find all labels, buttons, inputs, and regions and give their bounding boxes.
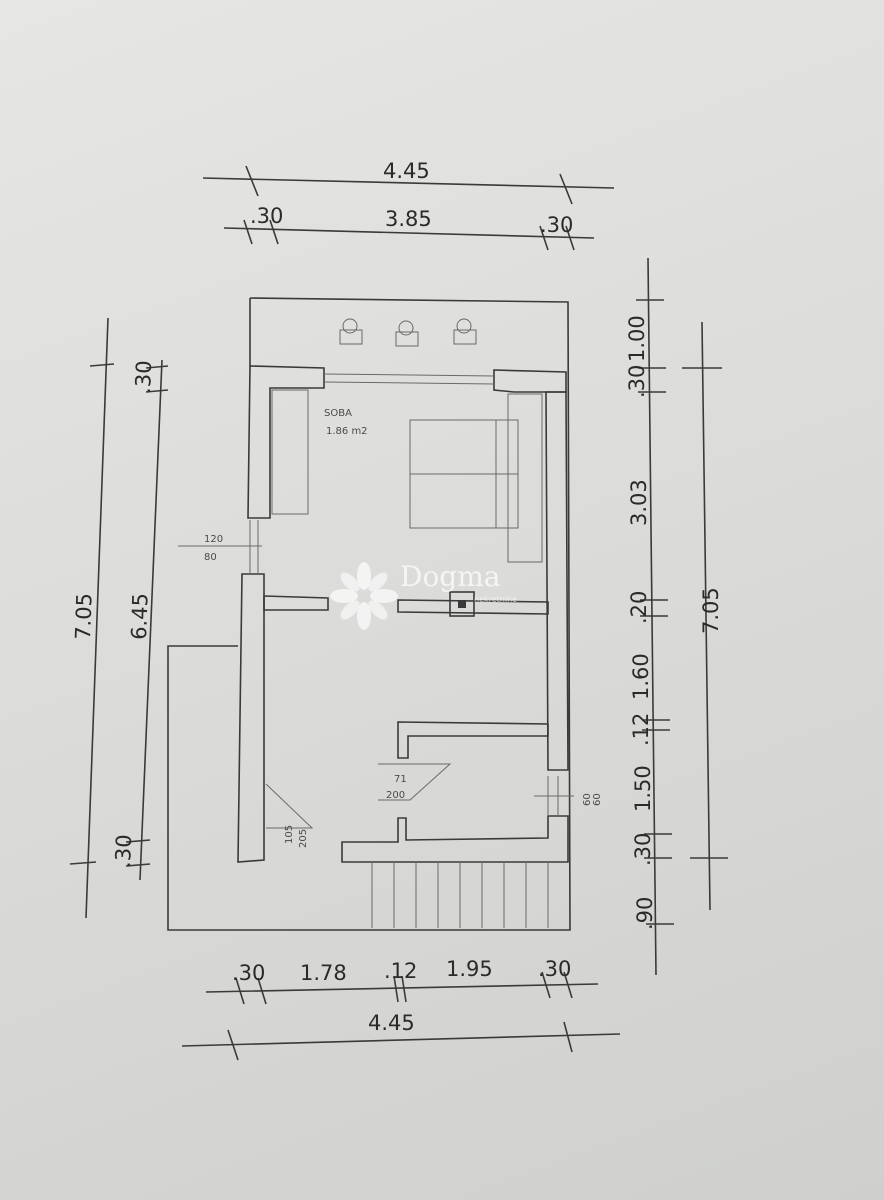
top-inner-tick-2 [269, 219, 279, 245]
top-left-wall-label: .30 [250, 204, 283, 228]
right-bath-label: 1.60 [629, 653, 653, 700]
top-overall-dim-line [202, 177, 615, 189]
right-terrace-label: 1.00 [625, 315, 649, 362]
left-overall-tick-bottom [69, 861, 97, 865]
left-inner-tick-1 [145, 365, 169, 369]
room-area: 1.86 m2 [326, 426, 368, 437]
bottom-partition-label: .12 [384, 959, 417, 983]
partition-wall-left [263, 595, 329, 611]
bottom-tick-5 [541, 971, 551, 999]
right-wall-bath-label: .12 [629, 713, 653, 746]
top-inner-label: 3.85 [385, 207, 432, 231]
left-top-wall-label: .30 [131, 360, 156, 394]
bottom-right-room-label: 1.95 [446, 957, 493, 981]
balcony-door-line-1 [323, 373, 495, 377]
right-overall-dim-line [701, 321, 711, 911]
terrace-chairs [339, 318, 477, 347]
right-wall-mid-label: .20 [627, 591, 651, 624]
left-inner-tick-4 [125, 863, 151, 867]
top-overall-label: 4.45 [383, 159, 430, 183]
bottom-dimensions: .30 1.78 .12 1.95 .30 4.45 [181, 957, 621, 1061]
bottom-right-wall-label: .30 [538, 957, 571, 981]
side-cabinet [507, 393, 543, 563]
watermark-brand: Dogma [400, 560, 500, 593]
left-inner-label: 6.45 [127, 593, 153, 641]
window-right-top-label: 60 [582, 793, 593, 806]
left-bottom-wall-label: .30 [111, 834, 136, 868]
top-inner-tick-4 [565, 225, 575, 251]
bottom-tick-1 [235, 977, 245, 1005]
top-inner-dim-line [223, 227, 595, 239]
stairs [371, 862, 549, 928]
bottom-tick-2 [257, 977, 267, 1005]
right-overall-label: 7.05 [699, 587, 723, 634]
top-overall-tick-left [245, 165, 259, 197]
bottom-tick-4 [401, 975, 407, 1003]
left-inner-tick-2 [145, 389, 169, 393]
door-left-top-label: 105 [284, 825, 295, 844]
bottom-overall-tick-right [563, 1021, 573, 1053]
left-inner-tick-3 [125, 839, 151, 843]
wardrobe [271, 389, 309, 515]
right-wall-top-label: .30 [625, 365, 649, 398]
door-hall-bottom-label: 200 [386, 790, 405, 801]
bedroom-top-left-wall [247, 365, 325, 519]
bottom-left-room-label: 1.78 [300, 961, 347, 985]
bottom-left-wall-label: .30 [232, 961, 265, 985]
bottom-overall-label: 4.45 [368, 1011, 415, 1035]
door-hall-top-label: 71 [394, 774, 407, 785]
hall-door-swing [378, 763, 452, 801]
room-name: SOBA [324, 408, 352, 419]
left-door-swing [265, 783, 314, 829]
outer-boundary [167, 297, 571, 931]
right-stairs-label: .90 [633, 897, 657, 930]
left-inner-dim-line [139, 359, 163, 881]
window-right-bottom-label: 60 [592, 793, 603, 806]
partition-wall-right [397, 599, 549, 615]
top-overall-tick-right [559, 173, 573, 205]
bottom-overall-tick-left [227, 1029, 239, 1061]
bedroom-top-right-wall [493, 369, 567, 393]
chimney [449, 591, 475, 617]
window-left-top-label: 120 [204, 534, 223, 545]
left-overall-dim-line [85, 317, 109, 919]
watermark-tagline: nekretnine [474, 595, 517, 604]
bottom-tick-3 [393, 975, 399, 1003]
left-overall-tick-top [89, 363, 115, 367]
chimney-core [458, 600, 466, 608]
bottom-overall-dim-line [181, 1033, 621, 1047]
watermark: Dogma nekretnine [330, 560, 517, 630]
top-right-wall-label: .30 [540, 213, 573, 237]
left-exterior-wall [237, 573, 265, 863]
right-room-label: 3.03 [627, 479, 651, 526]
left-overall-label: 7.05 [71, 593, 97, 641]
right-dimensions: 1.00 .30 3.03 .20 1.60 .12 1.50 .30 .90 … [625, 257, 728, 976]
window-left-bottom-label: 80 [204, 552, 217, 563]
bathroom-top-wall [397, 721, 549, 759]
watermark-flower-icon [330, 562, 398, 630]
furniture [265, 318, 549, 928]
right-wall-bottom-label: .30 [631, 833, 655, 866]
bottom-tick-6 [563, 971, 573, 999]
bottom-interior-wall [341, 815, 569, 863]
door-left-bottom-label: 205 [298, 829, 309, 848]
left-dimensions: 7.05 6.45 .30 .30 [69, 317, 169, 919]
top-inner-tick-3 [539, 225, 549, 251]
top-dimensions: 4.45 .30 3.85 .30 [202, 159, 615, 251]
top-inner-tick-1 [243, 219, 253, 245]
right-exterior-wall [545, 391, 569, 771]
balcony-door-line-2 [323, 381, 495, 385]
building-walls [167, 297, 574, 931]
right-hall-label: 1.50 [631, 765, 655, 812]
bottom-chain-dim-line [205, 983, 599, 993]
